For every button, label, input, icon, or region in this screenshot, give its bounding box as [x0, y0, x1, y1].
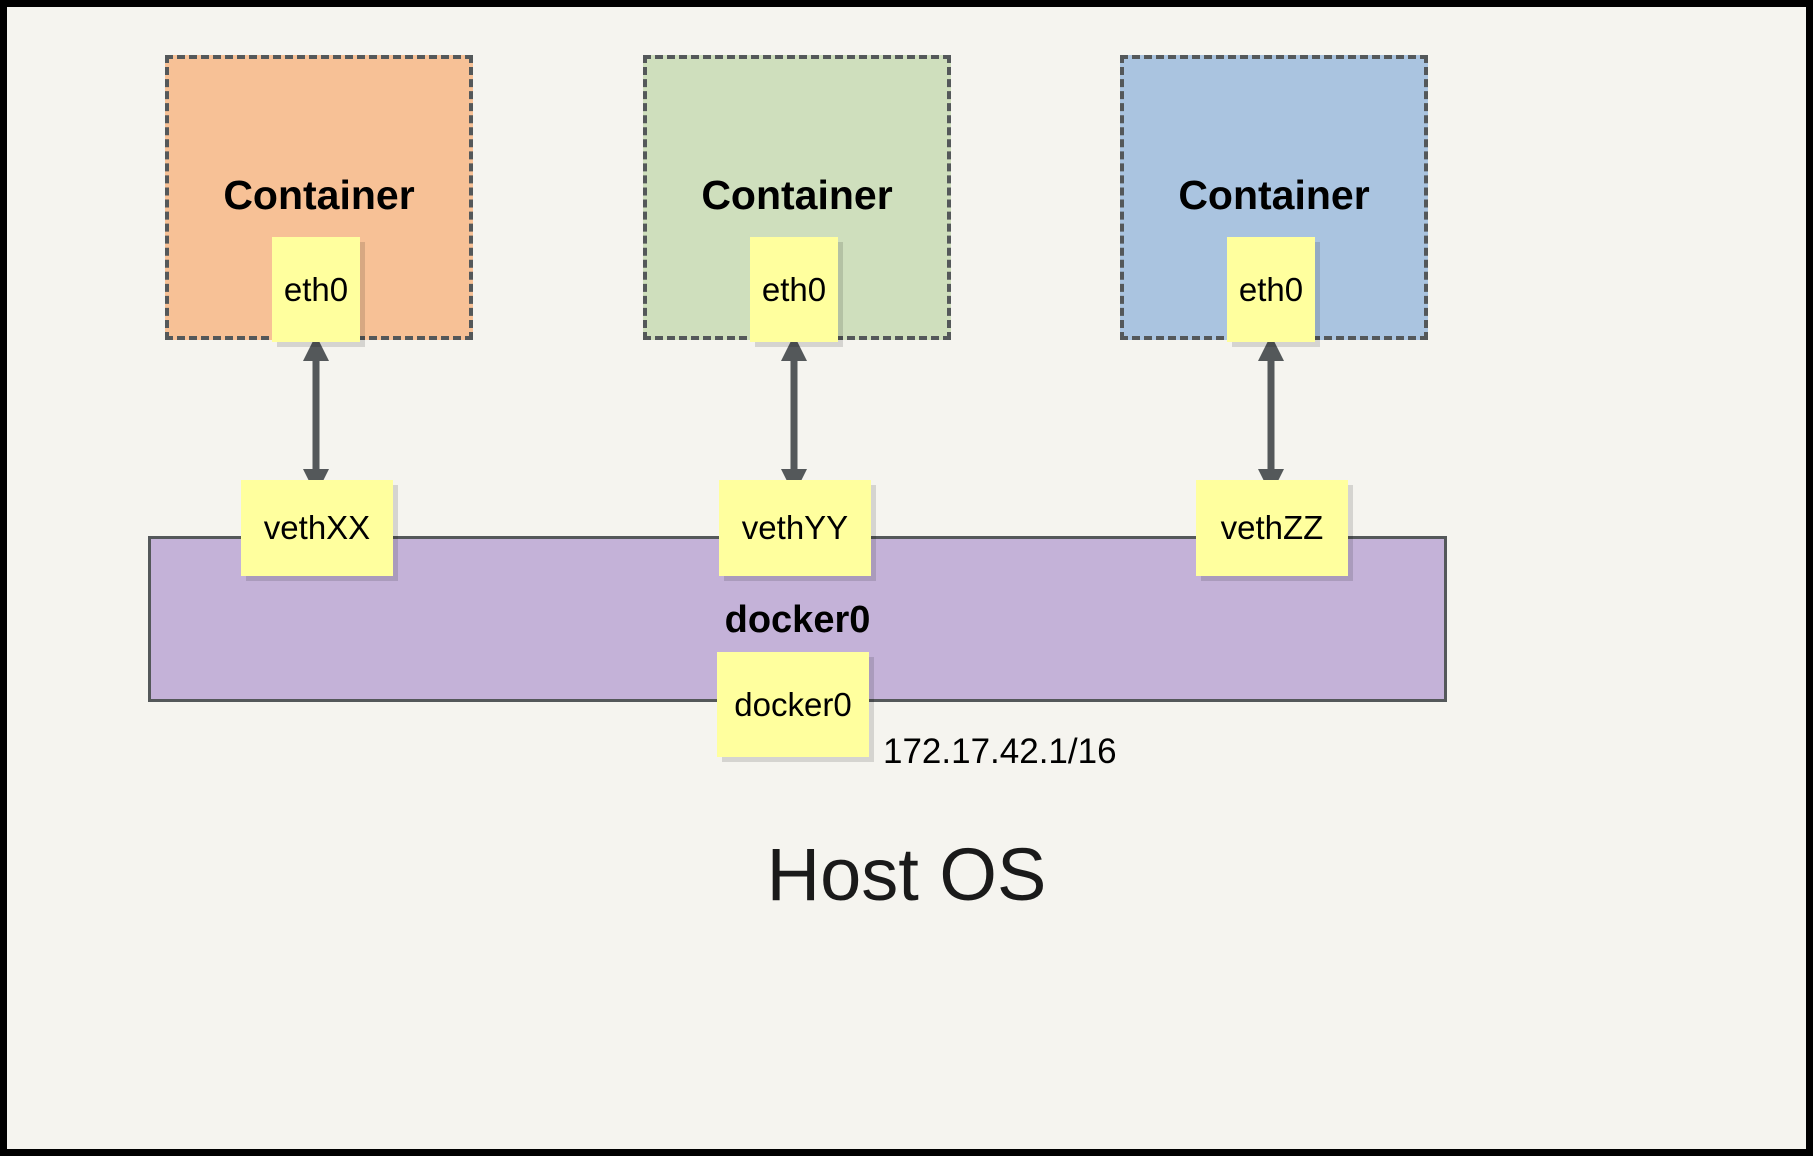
docker0-ip-label: 172.17.42.1/16	[883, 732, 1117, 771]
veth-label-2: vethYY	[741, 509, 849, 546]
container-title-3: Container	[1178, 172, 1370, 218]
eth0-label-1: eth0	[283, 270, 349, 308]
eth0-label-3: eth0	[1238, 270, 1304, 308]
eth0-box-1: eth0	[272, 237, 360, 342]
veth-box-3: vethZZ	[1196, 480, 1348, 576]
docker0-port-box: docker0	[717, 652, 869, 757]
docker0-bridge-label: docker0	[724, 599, 871, 641]
veth-box-1: vethXX	[241, 480, 393, 576]
eth0-label-2: eth0	[761, 270, 827, 308]
eth0-box-3: eth0	[1227, 237, 1315, 342]
docker0-port-label: docker0	[734, 685, 852, 723]
link-arrow-3	[1258, 335, 1284, 495]
host-os-label: Host OS	[766, 833, 1047, 916]
veth-box-2: vethYY	[719, 480, 871, 576]
eth0-box-2: eth0	[750, 237, 838, 342]
container-title-1: Container	[223, 172, 415, 218]
container-title-2: Container	[701, 172, 893, 218]
veth-label-1: vethXX	[263, 509, 371, 546]
link-arrow-2	[781, 335, 807, 495]
veth-label-3: vethZZ	[1220, 509, 1324, 546]
link-arrow-1	[303, 335, 329, 495]
